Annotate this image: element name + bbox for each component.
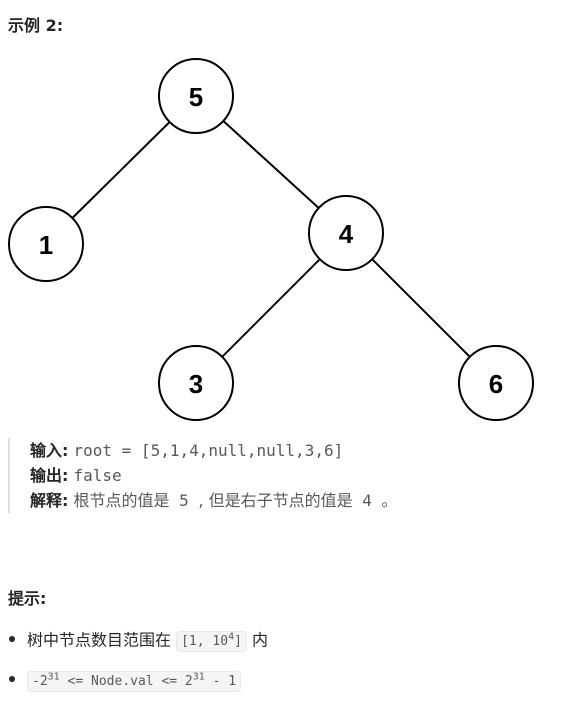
input-value: root = [5,1,4,null,null,3,6] (73, 441, 344, 460)
tree-node-5: 5 (158, 58, 234, 134)
tree-node-label: 3 (189, 369, 203, 399)
tree-node-6: 6 (458, 345, 534, 421)
range-exponent: 4 (228, 632, 235, 643)
bullet-icon (9, 636, 15, 642)
value-min-base: -2 (32, 674, 48, 690)
tree-edge-n5-n4 (222, 120, 320, 209)
range-close: ] (234, 634, 242, 650)
explanation-line: 解释: 根节点的值是 5 , 但是右子节点的值是 4 。 (30, 488, 570, 513)
tree-node-label: 5 (189, 82, 203, 112)
value-min-exponent: 31 (47, 672, 60, 683)
hint-suffix: 内 (252, 630, 269, 650)
tree-node-4: 4 (308, 195, 384, 271)
tree-node-circle (8, 206, 84, 282)
tree-node-circle (308, 195, 384, 271)
value-range-code: -231 <= Node.val <= 231 - 1 (27, 671, 242, 693)
hint-item-value-range: -231 <= Node.val <= 231 - 1 (0, 662, 570, 702)
binary-tree-diagram: 5 1 4 3 6 (8, 58, 534, 421)
tree-edge-n5-n1 (71, 121, 171, 219)
output-value: false (73, 466, 122, 485)
hints-heading: 提示: (8, 589, 47, 608)
tree-edge-n4-n3 (221, 258, 321, 358)
hints-list: 树中节点数目范围在 [1, 104] 内 -231 <= Node.val <=… (0, 622, 570, 702)
tree-node-circle (158, 58, 234, 134)
value-mid: <= Node.val <= 2 (59, 674, 193, 690)
range-open: [1, 10 (181, 634, 229, 650)
value-max-exponent: 31 (192, 672, 205, 683)
tree-node-label: 6 (489, 369, 503, 399)
tree-node-circle (458, 345, 534, 421)
tree-node-1: 1 (8, 206, 84, 282)
range-code: [1, 104] (176, 631, 247, 653)
output-label: 输出: (30, 466, 69, 485)
explanation-value-a: 5 (169, 491, 199, 510)
example-heading: 示例 2: (8, 16, 64, 35)
explanation-value-b: 4 (352, 491, 382, 510)
explanation-text-b: , 但是右子节点的值是 (198, 491, 353, 510)
explanation-text-c: 。 (381, 491, 398, 510)
tree-node-label: 4 (339, 219, 354, 249)
input-label: 输入: (30, 441, 69, 460)
example-block: 输入: root = [5,1,4,null,null,3,6] 输出: fal… (8, 438, 570, 513)
explanation-text-a: 根节点的值是 (73, 491, 170, 510)
tree-node-3: 3 (158, 345, 234, 421)
input-line: 输入: root = [5,1,4,null,null,3,6] (30, 438, 570, 463)
bullet-icon (9, 676, 15, 682)
value-tail: - 1 (204, 674, 237, 690)
hint-item-node-range: 树中节点数目范围在 [1, 104] 内 (0, 622, 570, 662)
tree-edge-n4-n6 (371, 258, 471, 358)
hint-text: 树中节点数目范围在 (27, 630, 172, 650)
explanation-label: 解释: (30, 491, 69, 510)
tree-node-label: 1 (39, 230, 53, 260)
output-line: 输出: false (30, 463, 570, 488)
tree-node-circle (158, 345, 234, 421)
